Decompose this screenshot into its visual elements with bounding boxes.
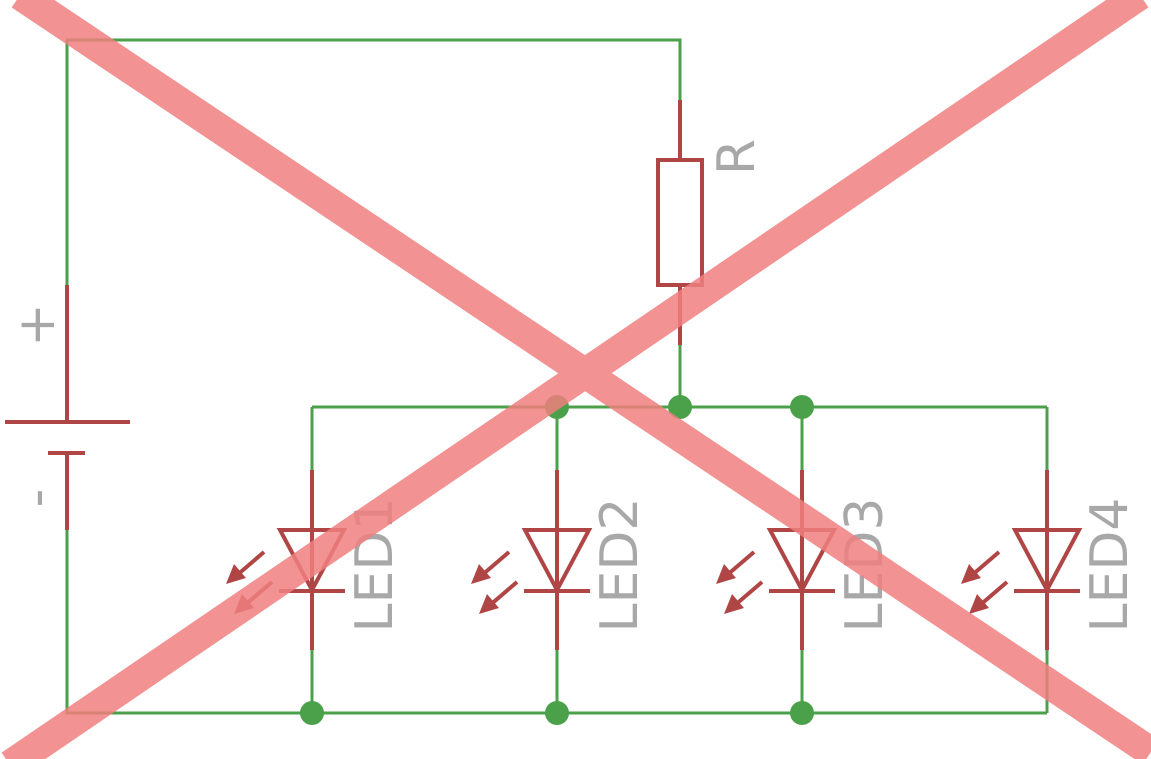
junction-dot bbox=[300, 701, 324, 725]
diode-triangle bbox=[521, 528, 593, 595]
battery-plus-label: + bbox=[7, 303, 67, 347]
led-label: LED2 bbox=[590, 498, 650, 633]
junction-dot bbox=[668, 395, 692, 419]
led-label: LED4 bbox=[1080, 498, 1140, 633]
battery-minus-label: - bbox=[7, 489, 67, 508]
led-2: LED2 bbox=[471, 407, 650, 713]
junction-dot bbox=[790, 701, 814, 725]
resistor: R bbox=[656, 100, 767, 345]
diode-triangle bbox=[1011, 528, 1083, 595]
top-wire bbox=[65, 38, 682, 285]
led-4: LED4 bbox=[961, 407, 1140, 713]
battery: + - bbox=[5, 285, 130, 530]
junction-dot bbox=[790, 395, 814, 419]
resistor-label: R bbox=[707, 139, 767, 175]
junction-dot bbox=[545, 701, 569, 725]
